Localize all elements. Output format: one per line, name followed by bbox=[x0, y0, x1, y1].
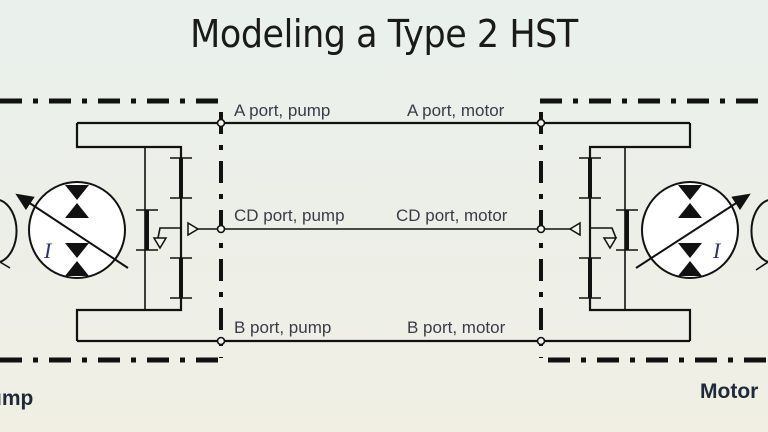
cd-port-motor-node[interactable] bbox=[536, 224, 546, 234]
motor-cd-port-symbol bbox=[568, 221, 581, 237]
pump-circle bbox=[28, 181, 126, 279]
variable-displacement-arrow-icon bbox=[635, 193, 751, 269]
a-port-pump-node[interactable] bbox=[216, 118, 226, 128]
motor-unit: I bbox=[568, 123, 751, 341]
load-partial-icon bbox=[750, 199, 768, 263]
pump-boundary bbox=[0, 98, 223, 363]
pump-unit-label: I bbox=[43, 238, 53, 263]
motor-boundary bbox=[539, 98, 768, 363]
diagram-title: Modeling a Type 2 HST bbox=[190, 12, 578, 56]
pump-unit: I bbox=[15, 123, 200, 341]
a-port-motor-node[interactable] bbox=[536, 118, 546, 128]
b-port-pump-node[interactable] bbox=[216, 336, 226, 346]
pump-side-label: Pump bbox=[0, 387, 33, 410]
motor-circle bbox=[641, 181, 739, 279]
a-port-pump-label: A port, pump bbox=[234, 101, 330, 120]
motor-relief-valve-upper bbox=[579, 157, 601, 199]
motor-unit-label: I bbox=[712, 238, 722, 263]
b-port-pump-label: B port, pump bbox=[234, 318, 331, 337]
prime-mover-partial-icon bbox=[0, 199, 18, 263]
b-port-motor-node[interactable] bbox=[536, 336, 546, 346]
pump-relief-valve-lower bbox=[170, 257, 192, 299]
pump-cd-port-symbol bbox=[187, 221, 200, 237]
variable-displacement-arrow-icon bbox=[15, 193, 129, 269]
cd-port-pump-node[interactable] bbox=[216, 224, 226, 234]
b-port-motor-label: B port, motor bbox=[407, 318, 506, 337]
pump-check-valve bbox=[136, 209, 181, 251]
cd-port-pump-label: CD port, pump bbox=[234, 206, 345, 225]
motor-relief-valve-lower bbox=[579, 257, 601, 299]
cd-port-motor-label: CD port, motor bbox=[396, 206, 508, 225]
motor-side-label: Motor bbox=[700, 380, 758, 403]
pump-relief-valve-upper bbox=[170, 157, 192, 199]
motor-check-valve bbox=[590, 209, 638, 251]
a-port-motor-label: A port, motor bbox=[407, 101, 505, 120]
